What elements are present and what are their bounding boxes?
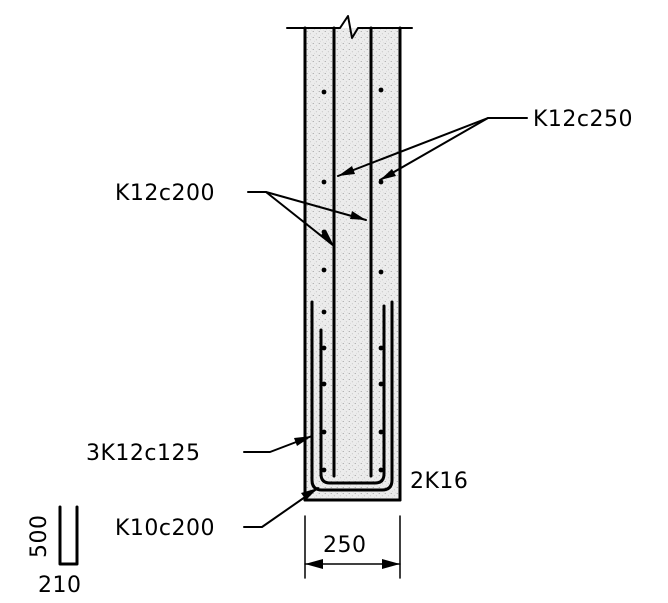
leader-k12c250 [337,117,528,181]
label-3k12c125: 3K12c125 [86,441,201,466]
stirrup-height-value: 500 [27,515,52,559]
leader-3k12c125 [243,435,313,453]
concrete-wall [305,28,400,500]
u-bar-inner [319,304,386,485]
label-2k16: 2K16 [410,469,468,494]
break-line [286,15,413,39]
label-k12c250: K12c250 [533,107,633,132]
stirrup-width-value: 210 [38,573,82,598]
horizontal-bars-right [378,87,384,473]
leader-k12c200 [247,191,367,247]
leader-k10c200 [243,487,319,528]
label-k10c200: K10c200 [115,516,215,541]
width-dimension [304,515,401,579]
stirrup-shape-icon [58,505,79,566]
label-k12c200: K12c200 [115,181,215,206]
width-dimension-value: 250 [323,533,367,558]
u-bar-outer [310,300,394,492]
